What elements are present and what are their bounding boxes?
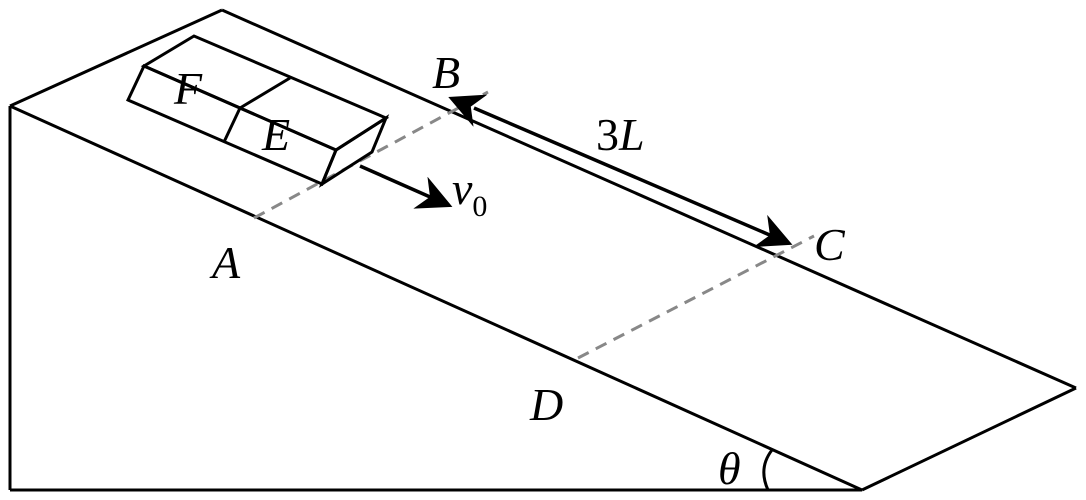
label-angle: θ: [718, 443, 741, 494]
label-distance: 3L: [596, 109, 645, 160]
distance-arrow: [448, 94, 793, 248]
velocity-arrow: [359, 164, 453, 209]
velocity-subscript: 0: [472, 190, 487, 223]
block-end-face: [318, 114, 390, 188]
incline-wedge: [8, 8, 1077, 492]
wedge-bottom-right-edge: [861, 386, 1077, 492]
label-b: B: [432, 47, 460, 98]
label-a: A: [209, 237, 241, 288]
distance-number: 3: [596, 109, 619, 160]
velocity-symbol: v: [452, 163, 473, 214]
block-fe: [125, 34, 390, 188]
wedge-top-back-edge: [9, 8, 223, 108]
slope-near-edge: [9, 104, 863, 492]
label-e: E: [261, 109, 290, 160]
block-divider: [222, 76, 291, 143]
label-f: F: [173, 63, 203, 114]
label-c: C: [814, 219, 846, 270]
line-cd: [577, 234, 815, 360]
slope-far-edge: [221, 8, 1077, 390]
label-d: D: [529, 379, 563, 430]
distance-symbol: L: [618, 109, 645, 160]
label-velocity: v0: [452, 163, 487, 223]
angle-arc: [762, 449, 774, 491]
